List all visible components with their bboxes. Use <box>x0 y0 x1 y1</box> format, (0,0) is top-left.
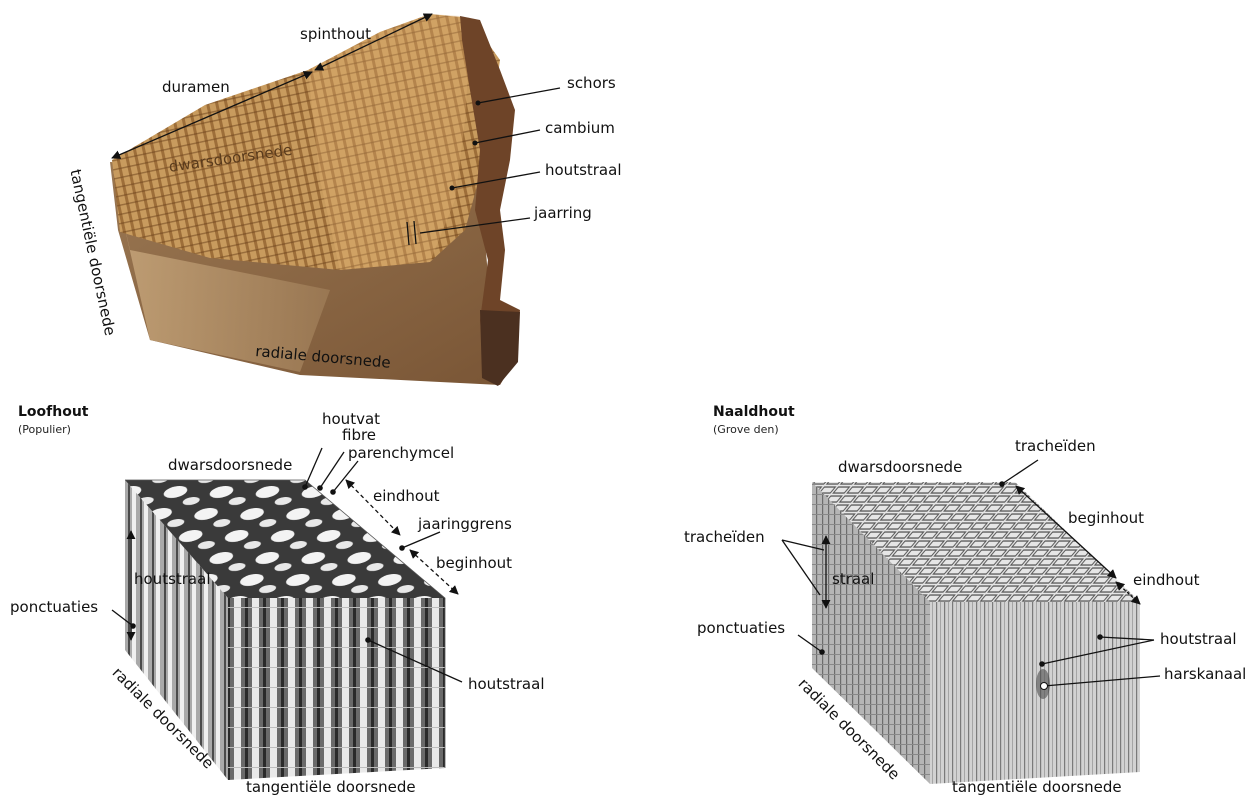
label-duramen: duramen <box>162 80 230 95</box>
label-eindhout-naald: eindhout <box>1133 573 1200 588</box>
loofhout-title: Loofhout <box>18 405 89 419</box>
label-jaaringgrens: jaaringgrens <box>418 517 512 532</box>
leader-parenchymcel <box>333 461 358 492</box>
label-beginhout-loof: beginhout <box>436 556 512 571</box>
label-ponctuaties-naald: ponctuaties <box>697 621 785 636</box>
label-houtstraal-inner: houtstraal <box>134 572 211 587</box>
loofhout-subtitle: (Populier) <box>18 424 71 435</box>
label-jaarring: jaarring <box>534 206 592 221</box>
label-fibre: fibre <box>342 428 376 443</box>
leader-jaaringgrens <box>402 532 440 548</box>
naaldhout-subtitle: (Grove den) <box>713 424 779 435</box>
leader-houtvat <box>305 448 322 487</box>
label-tracheiden-left: tracheïden <box>684 530 765 545</box>
label-schors: schors <box>567 76 616 91</box>
label-beginhout-naald: beginhout <box>1068 511 1144 526</box>
loofhout-tangential-face <box>228 598 445 780</box>
label-houtstraal-log: houtstraal <box>545 163 622 178</box>
label-parenchymcel: parenchymcel <box>348 446 454 461</box>
naaldhout-title: Naaldhout <box>713 405 795 419</box>
label-harskanaal: harskanaal <box>1164 667 1246 682</box>
leader-tracheiden-top <box>1002 460 1038 484</box>
label-dwarsdoorsnede-naald: dwarsdoorsnede <box>838 460 962 475</box>
label-straal: straal <box>832 572 874 587</box>
log-bark-chunk <box>480 310 520 386</box>
label-eindhout-loof: eindhout <box>373 489 440 504</box>
label-tangentiele-naald: tangentiële doorsnede <box>952 780 1122 795</box>
label-houtstraal-naald: houtstraal <box>1160 632 1237 647</box>
naaldhout-tangential-face <box>930 602 1140 784</box>
label-tracheiden-top: tracheïden <box>1015 439 1096 454</box>
label-houtstraal-outer: houtstraal <box>468 677 545 692</box>
label-houtvat: houtvat <box>322 412 380 427</box>
label-ponctuaties-loof: ponctuaties <box>10 600 98 615</box>
label-spinthout: spinthout <box>300 27 371 42</box>
label-tangentiele-loof: tangentiële doorsnede <box>246 780 416 795</box>
label-cambium: cambium <box>545 121 615 136</box>
label-dwarsdoorsnede-loof: dwarsdoorsnede <box>168 458 292 473</box>
